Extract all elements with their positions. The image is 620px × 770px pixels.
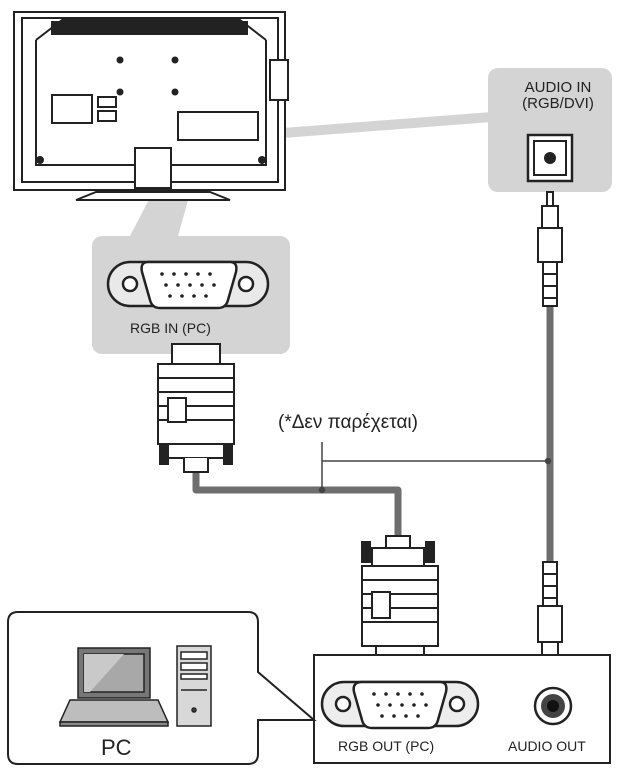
audio-out-label: AUDIO OUT bbox=[508, 738, 586, 754]
pc-callout bbox=[7, 611, 317, 765]
tv-rear-icon bbox=[13, 11, 289, 201]
vga-port-icon bbox=[106, 260, 270, 310]
desktop-tower-icon bbox=[176, 645, 212, 727]
not-supplied-bracket bbox=[318, 442, 552, 494]
audio-in-callout-beam bbox=[257, 112, 492, 140]
rgb-out-label: RGB OUT (PC) bbox=[338, 738, 435, 754]
audio-in-label: AUDIO IN (RGB/DVI) bbox=[508, 80, 608, 112]
audio-plug-icon bbox=[537, 191, 563, 307]
rgb-in-label: RGB IN (PC) bbox=[130, 320, 211, 336]
not-supplied-note: (*Δεν παρέχεται) bbox=[278, 412, 418, 433]
pc-label: PC bbox=[101, 735, 132, 760]
laptop-icon bbox=[58, 647, 170, 727]
audio-in-port-icon bbox=[526, 133, 574, 183]
vga-plug-icon bbox=[361, 535, 439, 667]
vga-port-icon bbox=[320, 680, 480, 730]
vga-plug-icon bbox=[157, 343, 235, 473]
audio-jack-icon bbox=[533, 686, 573, 726]
audio-in-label-line1: AUDIO IN bbox=[524, 79, 592, 96]
audio-in-label-line2: (RGB/DVI) bbox=[522, 94, 594, 112]
vga-cable bbox=[192, 470, 402, 548]
audio-in-callout bbox=[488, 68, 612, 192]
